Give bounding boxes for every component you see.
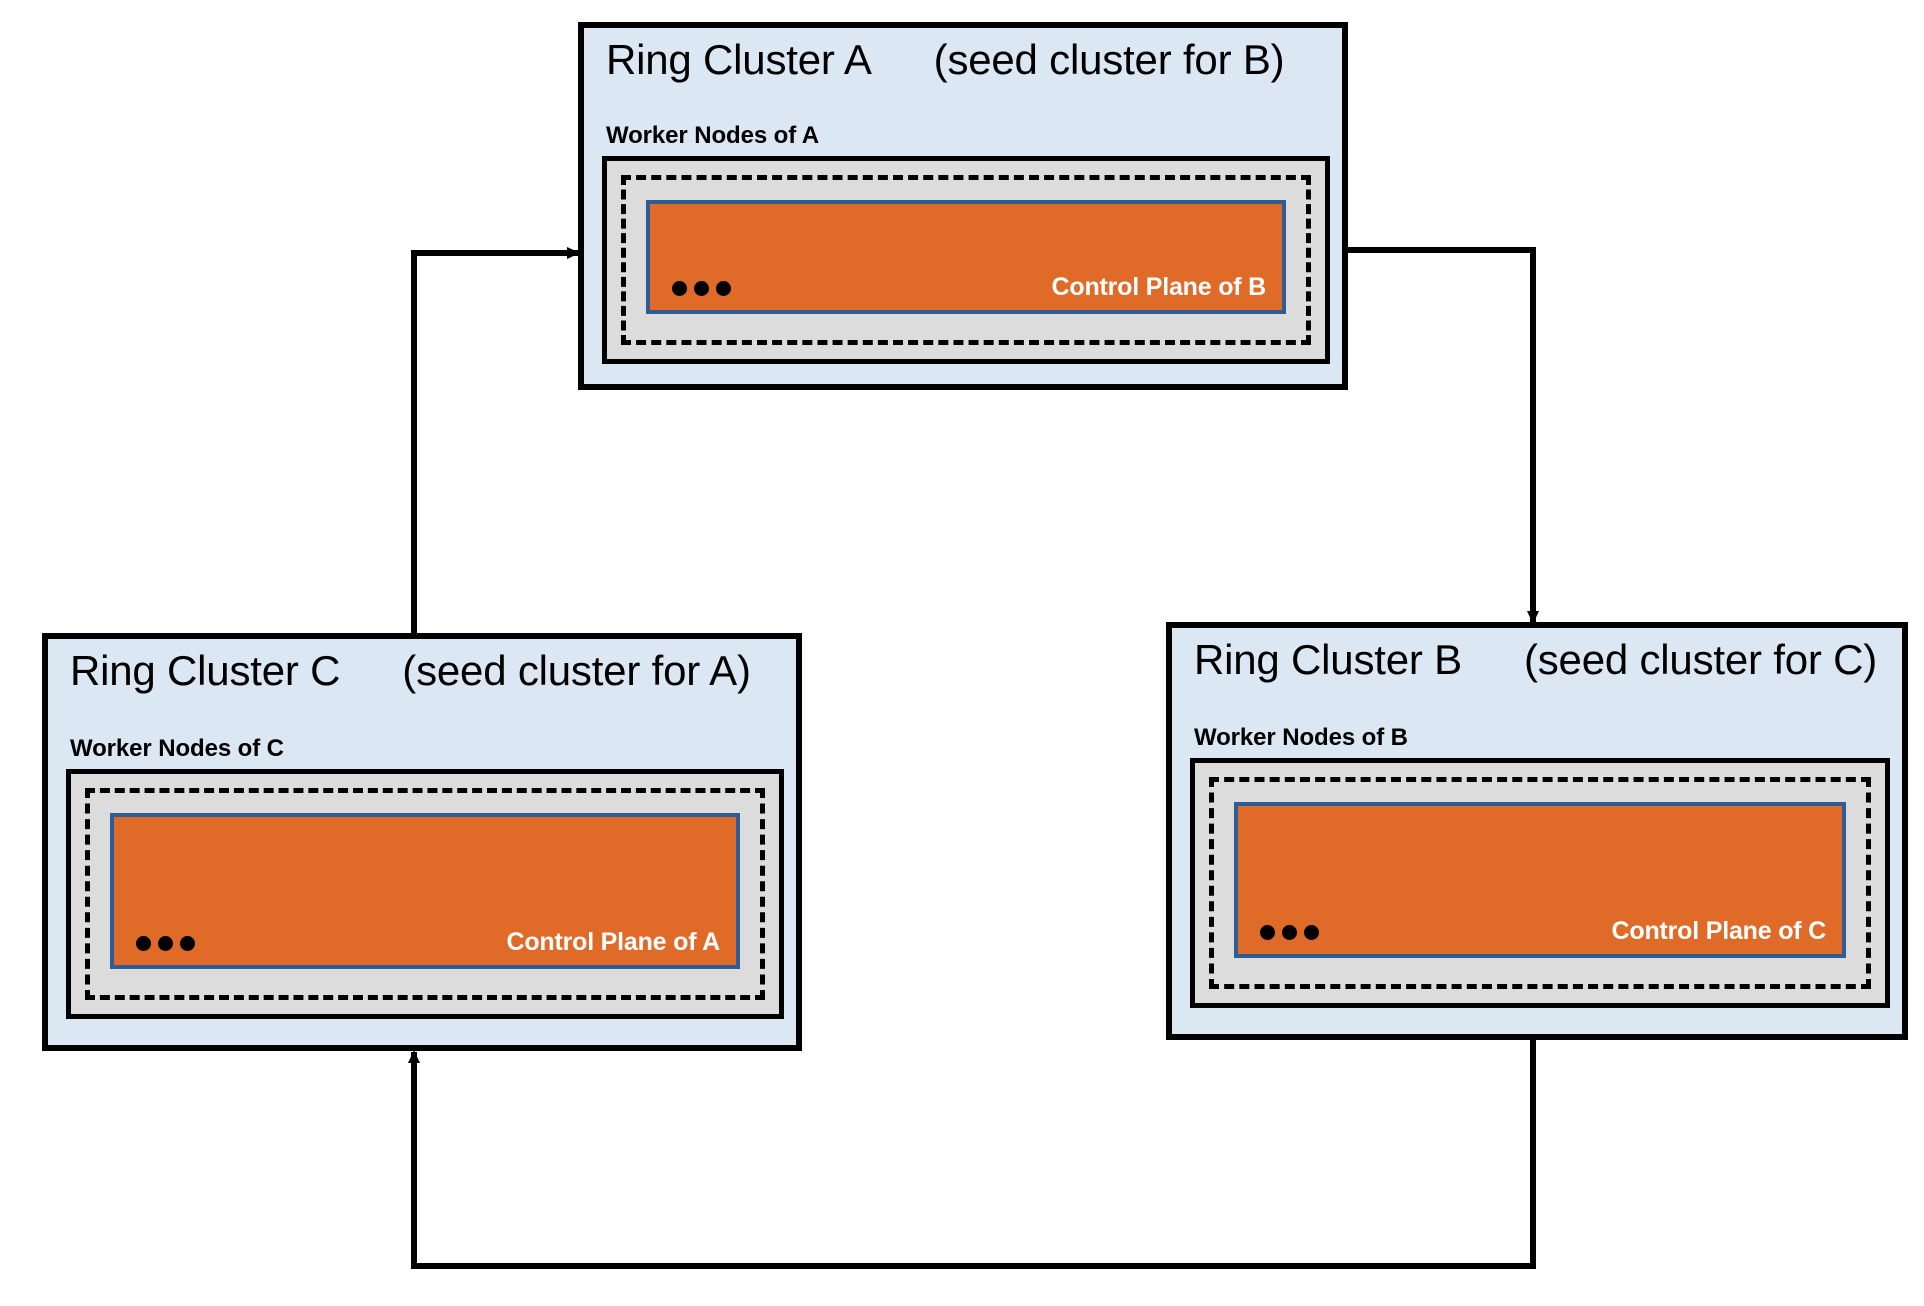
cluster-b-control-plane-label: Control Plane of C bbox=[1611, 917, 1827, 945]
cluster-b-worker-label: Worker Nodes of B bbox=[1194, 724, 1408, 751]
cluster-b-control-plane[interactable]: Control Plane of C bbox=[1234, 802, 1846, 958]
cluster-a-worker-label: Worker Nodes of A bbox=[606, 122, 819, 149]
cluster-c-control-plane-label: Control Plane of A bbox=[506, 928, 720, 956]
cluster-a-name: Ring Cluster A bbox=[606, 36, 872, 83]
cluster-b-seed-note: (seed cluster for C) bbox=[1523, 636, 1878, 683]
cluster-c-control-plane[interactable]: Control Plane of A bbox=[110, 813, 740, 969]
cluster-b-worker-box: Control Plane of C bbox=[1190, 758, 1890, 1008]
cluster-c-worker-label: Worker Nodes of C bbox=[70, 735, 284, 762]
cluster-a-title: Ring Cluster A (seed cluster for B) bbox=[606, 36, 1285, 83]
cluster-a-ellipsis-dots bbox=[672, 281, 731, 296]
arrow-a-to-b bbox=[1348, 247, 1539, 624]
cluster-c-seed-note: (seed cluster for A) bbox=[402, 647, 751, 694]
cluster-a-dashed-boundary: Control Plane of B bbox=[621, 175, 1311, 345]
cluster-c-ellipsis-dots bbox=[136, 936, 195, 951]
cluster-a[interactable]: Ring Cluster A (seed cluster for B) Worke… bbox=[578, 22, 1348, 390]
cluster-b-dashed-boundary: Control Plane of C bbox=[1209, 777, 1871, 989]
arrow-c-to-a bbox=[411, 247, 580, 640]
cluster-c-worker-box: Control Plane of A bbox=[66, 769, 784, 1019]
cluster-c-name: Ring Cluster C bbox=[70, 647, 341, 694]
cluster-b[interactable]: Ring Cluster B (seed cluster for C) Worke… bbox=[1166, 622, 1908, 1040]
cluster-a-worker-box: Control Plane of B bbox=[602, 156, 1330, 364]
cluster-b-ellipsis-dots bbox=[1260, 925, 1319, 940]
cluster-a-control-plane[interactable]: Control Plane of B bbox=[646, 200, 1286, 314]
arrow-b-to-c bbox=[408, 1040, 1536, 1269]
cluster-b-name: Ring Cluster B bbox=[1194, 636, 1462, 683]
cluster-c[interactable]: Ring Cluster C (seed cluster for A) Worke… bbox=[42, 633, 802, 1051]
cluster-a-control-plane-label: Control Plane of B bbox=[1051, 273, 1267, 301]
cluster-a-seed-note: (seed cluster for B) bbox=[933, 36, 1285, 83]
cluster-c-title: Ring Cluster C (seed cluster for A) bbox=[70, 647, 751, 694]
cluster-c-dashed-boundary: Control Plane of A bbox=[85, 788, 765, 1000]
cluster-b-title: Ring Cluster B (seed cluster for C) bbox=[1194, 636, 1878, 683]
